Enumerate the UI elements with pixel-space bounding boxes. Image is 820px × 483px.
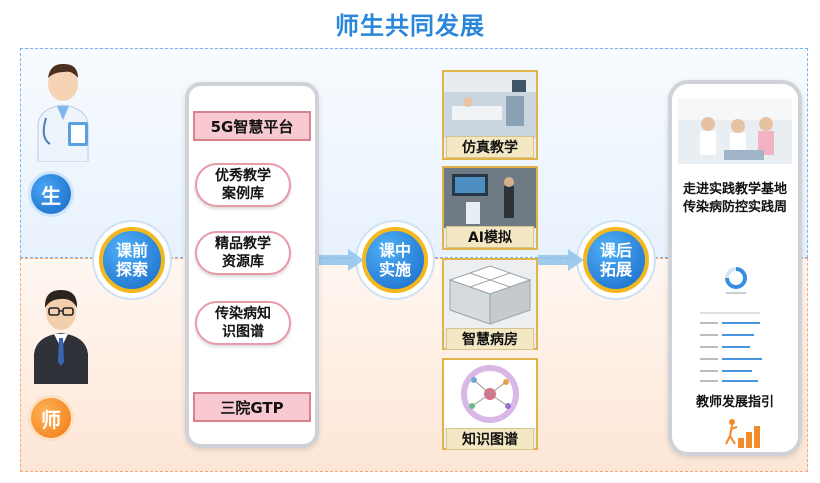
teacher-badge: 师	[31, 398, 71, 438]
ai-lab-image	[444, 168, 536, 228]
teacher-avatar	[34, 290, 88, 384]
simulation-room-image	[444, 72, 536, 138]
teacher-guide-title: 教师发展指引	[695, 395, 774, 410]
student-doctor-avatar	[37, 63, 89, 162]
growth-steps-icon	[725, 419, 760, 448]
page-title: 师生共同发展	[335, 12, 485, 40]
arrow-right-icon	[538, 249, 584, 271]
practice-week-text: 走进实践教学基地 传染病防控实践周	[682, 182, 787, 215]
case-library-pill: 优秀教学 案例库	[195, 163, 291, 207]
phase-pre-class: 课前 探索	[99, 227, 165, 293]
knowledge-graph-label: 知识图谱	[446, 428, 534, 450]
phase-in-class: 课中 实施	[362, 227, 428, 293]
development-stats-chart	[700, 267, 762, 382]
practice-base-photo	[678, 98, 792, 164]
ward-floorplan-image	[444, 260, 536, 328]
knowledge-graph-image	[444, 360, 536, 428]
student-badge: 生	[31, 174, 71, 214]
gtp-label: 三院GTP	[193, 392, 311, 422]
arrow-right-icon	[318, 249, 364, 271]
smart-ward-label: 智慧病房	[446, 328, 534, 350]
resource-library-pill: 精品教学 资源库	[195, 231, 291, 275]
ai-simulation-label: AI模拟	[446, 226, 534, 248]
simulation-teaching-label: 仿真教学	[446, 136, 534, 158]
smart-platform-label: 5G智慧平台	[193, 111, 311, 141]
phase-post-class: 课后 拓展	[583, 227, 649, 293]
knowledge-graph-pill: 传染病知 识图谱	[195, 301, 291, 345]
